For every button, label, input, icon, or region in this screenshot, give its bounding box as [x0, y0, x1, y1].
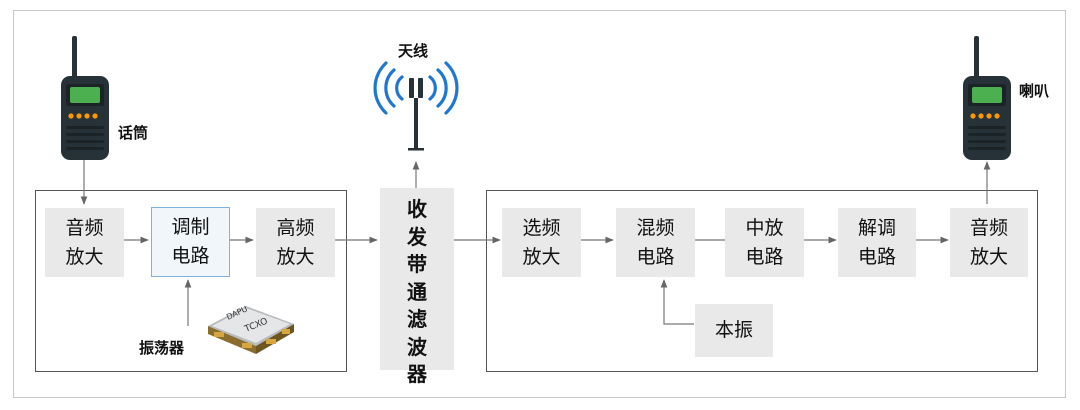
tx-audio-amp-block: 音频 放大 — [45, 208, 124, 277]
arrow-local-osc-to-mixer — [660, 279, 694, 325]
rx-if-amp-block: 中放 电路 — [725, 208, 804, 277]
walkie-talkie-icon — [61, 36, 109, 160]
antenna-icon — [373, 61, 459, 151]
tx-hf-amp-block: 高频 放大 — [256, 208, 335, 277]
rx-demod-block: 解调 电路 — [838, 208, 916, 277]
bandpass-filter-block: 收 发 带 通 滤 波 器 — [380, 188, 454, 386]
speaker-label: 喇叭 — [1019, 82, 1050, 100]
rx-mixer-block: 混频 电路 — [616, 208, 695, 277]
bandpass-filter-label: 收 发 带 通 滤 波 器 — [407, 197, 427, 386]
oscillator-label: 振荡器 — [139, 339, 185, 357]
walkie-talkie-icon — [963, 36, 1011, 160]
rx-audio-amp-block: 音频 放大 — [950, 208, 1028, 277]
tx-modulator-block: 调制 电路 — [151, 207, 230, 277]
rx-select-amp-block: 选频 放大 — [502, 208, 581, 277]
diagram-frame — [13, 10, 1066, 398]
rx-local-osc-block: 本振 — [695, 304, 773, 357]
antenna-label: 天线 — [398, 42, 429, 60]
mic-label: 话筒 — [118, 124, 149, 142]
crystal-oscillator-icon: DAPU TCXO — [208, 304, 294, 354]
